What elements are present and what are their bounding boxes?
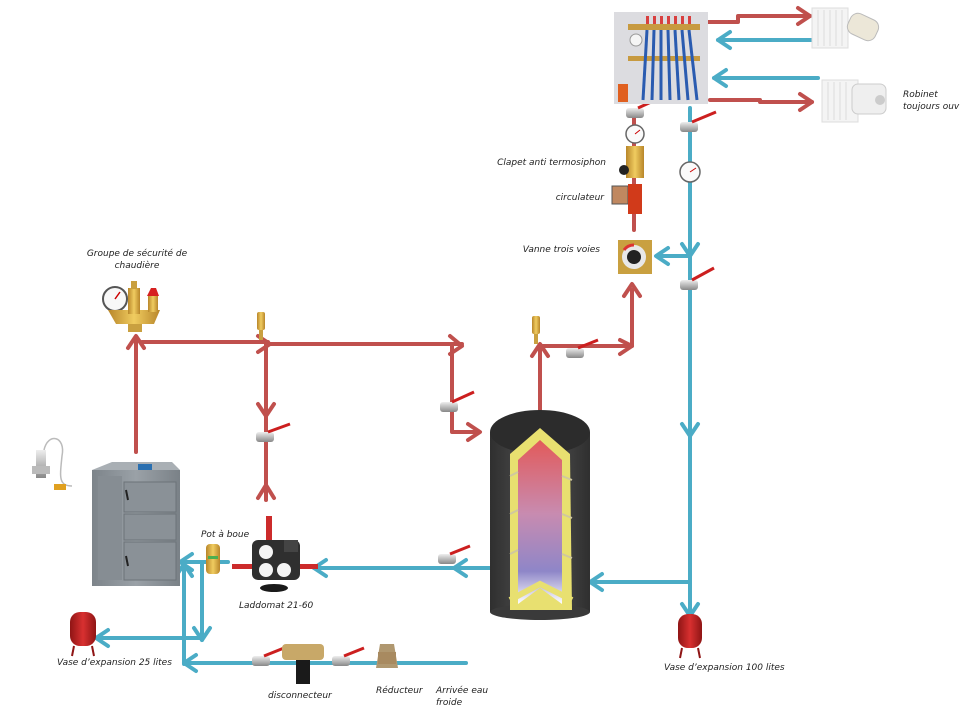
label-open-valve-line2: toujours ouv: [903, 102, 960, 112]
label-cold-inlet-line2: froide: [436, 698, 463, 708]
gauge-icon: [679, 161, 701, 183]
label-pressure-reducer: Réducteur: [376, 686, 423, 696]
arrow-right-3: [618, 338, 634, 356]
label-safety-group-line1: Groupe de sécurité de: [86, 249, 188, 259]
ball-valve-icon[interactable]: [680, 266, 715, 290]
ball-valve-icon[interactable]: [438, 544, 471, 564]
arrow-right-r1: [796, 6, 812, 26]
mud-pot-icon: [206, 544, 220, 574]
ball-valve-icon[interactable]: [256, 422, 291, 442]
ball-valve-icon[interactable]: [680, 110, 717, 132]
arrow-down-r2: [680, 422, 700, 438]
check-valve-icon: [619, 146, 644, 178]
label-open-valve-line1: Robinet: [903, 90, 938, 100]
arrow-left-3way: [654, 246, 670, 266]
label-disconnector: disconnecteur: [268, 691, 332, 701]
label-three-way-valve: Vanne trois voies: [522, 245, 600, 255]
pipe-tank-top-up: [538, 288, 634, 422]
label-laddomat: Laddomat 21-60: [239, 601, 314, 611]
radiator-thermostatic-icon: [811, 7, 880, 49]
expansion-vessel-25-icon: [70, 612, 96, 657]
arrow-up-tank: [530, 342, 550, 358]
arrow-left-r1: [716, 30, 732, 50]
air-vent-icon: [257, 312, 265, 340]
label-safety-group: Groupe de sécurité de chaudière: [82, 248, 192, 272]
arrow-left-r2: [712, 68, 728, 88]
pipe-to-radiator-2: [708, 98, 814, 104]
thermal-valve-icon: [32, 437, 73, 490]
pipe-drop-tank: [450, 344, 480, 434]
hot-pipes: [126, 6, 814, 502]
laddomat-icon: [232, 516, 318, 592]
gauge-icon: [625, 124, 645, 144]
label-circulator: circulateur: [555, 193, 604, 203]
label-expansion-25: Vase d’expansion 25 lites: [57, 658, 172, 668]
pipe-main-hot: [140, 340, 464, 346]
label-anti-thermosiphon: Clapet anti termosiphon: [497, 158, 606, 168]
ball-valve-icon[interactable]: [566, 338, 599, 358]
arrow-down-1: [256, 402, 276, 418]
disconnector-icon: [282, 644, 324, 684]
label-mud-pot: Pot à boue: [201, 530, 250, 540]
label-expansion-100: Vase d’expansion 100 lites: [664, 663, 785, 673]
pressure-reducer-icon: [376, 644, 398, 668]
label-open-valve: Robinet toujours ouv: [903, 89, 959, 113]
arrow-down-2: [256, 483, 276, 500]
arrow-up-3v: [622, 282, 642, 298]
arrow-right-r2: [798, 92, 814, 112]
three-way-valve-icon: [618, 240, 652, 274]
label-safety-group-line2: chaudière: [114, 261, 160, 271]
radiator-open-icon: [821, 79, 887, 123]
expansion-vessel-100-icon: [678, 614, 702, 659]
label-cold-inlet: Arrivée eau froide: [436, 685, 488, 709]
ball-valve-icon[interactable]: [332, 646, 365, 666]
arrow-up-safety: [126, 334, 146, 350]
ball-valve-icon[interactable]: [252, 646, 285, 666]
arrow-left-tank-out: [452, 558, 468, 578]
arrow-right-tank: [466, 422, 482, 442]
arrow-left-vase: [94, 628, 110, 648]
safety-group-icon: [102, 281, 160, 332]
manifold-icon: [614, 12, 708, 104]
arrow-left-inlet: [182, 653, 198, 673]
label-cold-inlet-line1: Arrivée eau: [436, 686, 489, 696]
wood-boiler-icon: [92, 462, 180, 586]
ball-valve-icon[interactable]: [440, 390, 475, 412]
pipe-to-radiator-1: [706, 14, 812, 24]
circulator-pump-icon: [611, 184, 642, 214]
air-vent-icon: [532, 316, 540, 344]
buffer-tank-icon: [490, 410, 590, 620]
